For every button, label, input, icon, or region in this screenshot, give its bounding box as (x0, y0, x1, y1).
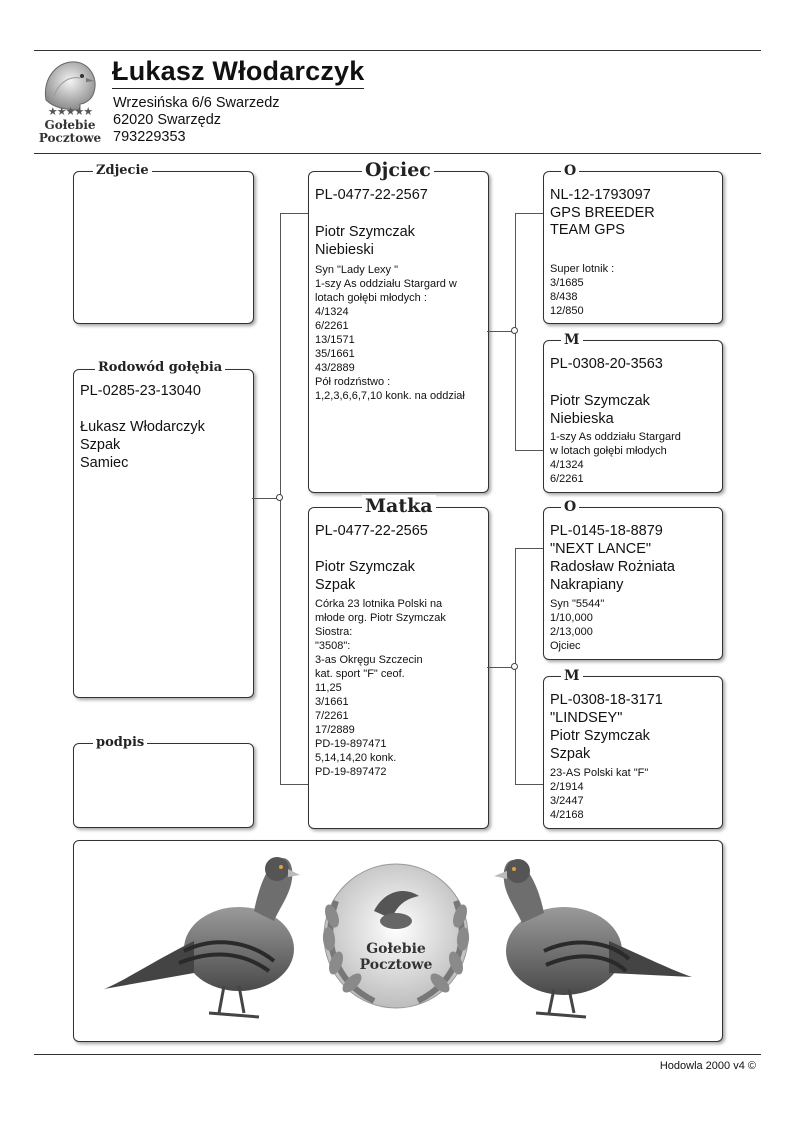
father-notes: Syn "Lady Lexy " 1-szy As oddziału Starg… (315, 264, 465, 402)
owner-address-line1: Wrzesińska 6/6 Swarzedz (113, 95, 280, 111)
ff-ring: NL-12-1793097 (550, 187, 651, 203)
connector-to-ff (515, 213, 543, 214)
father-mother-box: PL-0308-20-3563 Piotr Szymczak Niebieska… (543, 340, 723, 493)
photo-box-title: Zdjecie (93, 163, 152, 178)
mm-line1: "LINDSEY" (550, 710, 623, 726)
photo-box (73, 171, 254, 324)
connector-node (276, 494, 283, 501)
banner-logo-line1: Gołebie (366, 941, 426, 957)
father-breeder: Piotr Szymczak (315, 224, 415, 240)
mother-mother-box: PL-0308-18-3171 "LINDSEY" Piotr Szymczak… (543, 676, 723, 829)
pigeon-logo-icon: ★★★★★ Gołebie Pocztowe (36, 56, 104, 148)
wreath-logo-icon (322, 863, 470, 1009)
mf-ring: PL-0145-18-8879 (550, 523, 663, 539)
ff-line1: GPS BREEDER (550, 205, 655, 221)
father-ring: PL-0477-22-2567 (315, 187, 428, 203)
father-color: Niebieski (315, 242, 374, 258)
mm-ring: PL-0308-18-3171 (550, 692, 663, 708)
father-box: PL-0477-22-2567 Piotr Szymczak Niebieski… (308, 171, 489, 493)
connector-to-mother (280, 784, 308, 785)
fm-notes: 1-szy As oddziału Stargard w lotach gołę… (550, 431, 681, 485)
mf-line1: "NEXT LANCE" (550, 541, 652, 557)
logo-text-line1: Gołebie (44, 118, 96, 132)
father-box-title: Ojciec (362, 159, 434, 181)
banner-art (104, 857, 692, 1019)
owner-phone: 793229353 (113, 129, 186, 145)
connector-to-mm (515, 784, 543, 785)
father-father-box: NL-12-1793097 GPS BREEDER TEAM GPS Super… (543, 171, 723, 324)
connector-to-father (280, 213, 308, 214)
ff-box-title: O (561, 163, 580, 179)
mm-notes: 23-AS Polski kat "F" 2/1914 3/2447 4/216… (550, 767, 649, 821)
footer-rule (34, 1054, 761, 1055)
mother-ring: PL-0477-22-2565 (315, 523, 428, 539)
fm-box-title: M (561, 332, 583, 348)
owner-name: Łukasz Włodarczyk (112, 54, 365, 89)
connector-mother-stem (487, 667, 515, 668)
connector-father-stem (487, 331, 515, 332)
mf-line2: Radosław Rożniata (550, 559, 675, 575)
fm-breeder: Piotr Szymczak (550, 393, 650, 409)
owner-address-line2: 62020 Swarzędz (113, 112, 222, 128)
mother-notes: Córka 23 lotnika Polski na młode org. Pi… (315, 598, 446, 778)
header-bottom-rule (34, 153, 761, 154)
mother-color: Szpak (315, 577, 356, 593)
connector-node-father (511, 327, 518, 334)
pigeon-sex: Samiec (80, 455, 129, 471)
connector-node-mother (511, 663, 518, 670)
mother-breeder: Piotr Szymczak (315, 559, 415, 575)
ff-notes: Super lotnik : 3/1685 8/438 12/850 (550, 263, 615, 317)
mf-notes: Syn "5544" 1/10,000 2/13,000 Ojciec (550, 598, 605, 652)
mf-box-title: O (561, 499, 580, 515)
banner-logo-line2: Pocztowe (359, 957, 433, 973)
header-top-rule (34, 50, 761, 51)
mf-line3: Nakrapiany (550, 577, 624, 593)
pigeon-color: Szpak (80, 437, 121, 453)
pigeon-box-title: Rodowód gołębia (95, 360, 226, 375)
pigeon-ring: PL-0285-23-13040 (80, 383, 201, 399)
banner: Gołebie Pocztowe (73, 840, 723, 1042)
pigeon-owner: Łukasz Włodarczyk (80, 419, 205, 435)
fm-ring: PL-0308-20-3563 (550, 356, 663, 372)
connector-to-fm (515, 450, 543, 451)
pigeon-box: PL-0285-23-13040 Łukasz Włodarczyk Szpak… (73, 369, 254, 698)
mother-box-title: Matka (362, 495, 436, 517)
right-pigeon-icon (494, 859, 692, 1019)
footer-text: Hodowla 2000 v4 © (659, 1060, 756, 1072)
mm-box-title: M (561, 668, 583, 684)
mm-line3: Szpak (550, 746, 591, 762)
ff-line2: TEAM GPS (550, 222, 625, 238)
mother-father-box: PL-0145-18-8879 "NEXT LANCE" Radosław Ro… (543, 507, 723, 660)
signature-box (73, 743, 254, 828)
connector-pigeon-stem (252, 498, 280, 499)
connector-to-mf (515, 548, 543, 549)
fm-color: Niebieska (550, 411, 614, 427)
left-pigeon-icon (104, 857, 300, 1019)
logo-text-line2: Pocztowe (38, 131, 102, 145)
logo-stars: ★★★★★ (47, 106, 93, 118)
mother-box: PL-0477-22-2565 Piotr Szymczak Szpak Cór… (308, 507, 489, 829)
mm-line2: Piotr Szymczak (550, 728, 650, 744)
signature-box-title: podpis (93, 735, 148, 750)
